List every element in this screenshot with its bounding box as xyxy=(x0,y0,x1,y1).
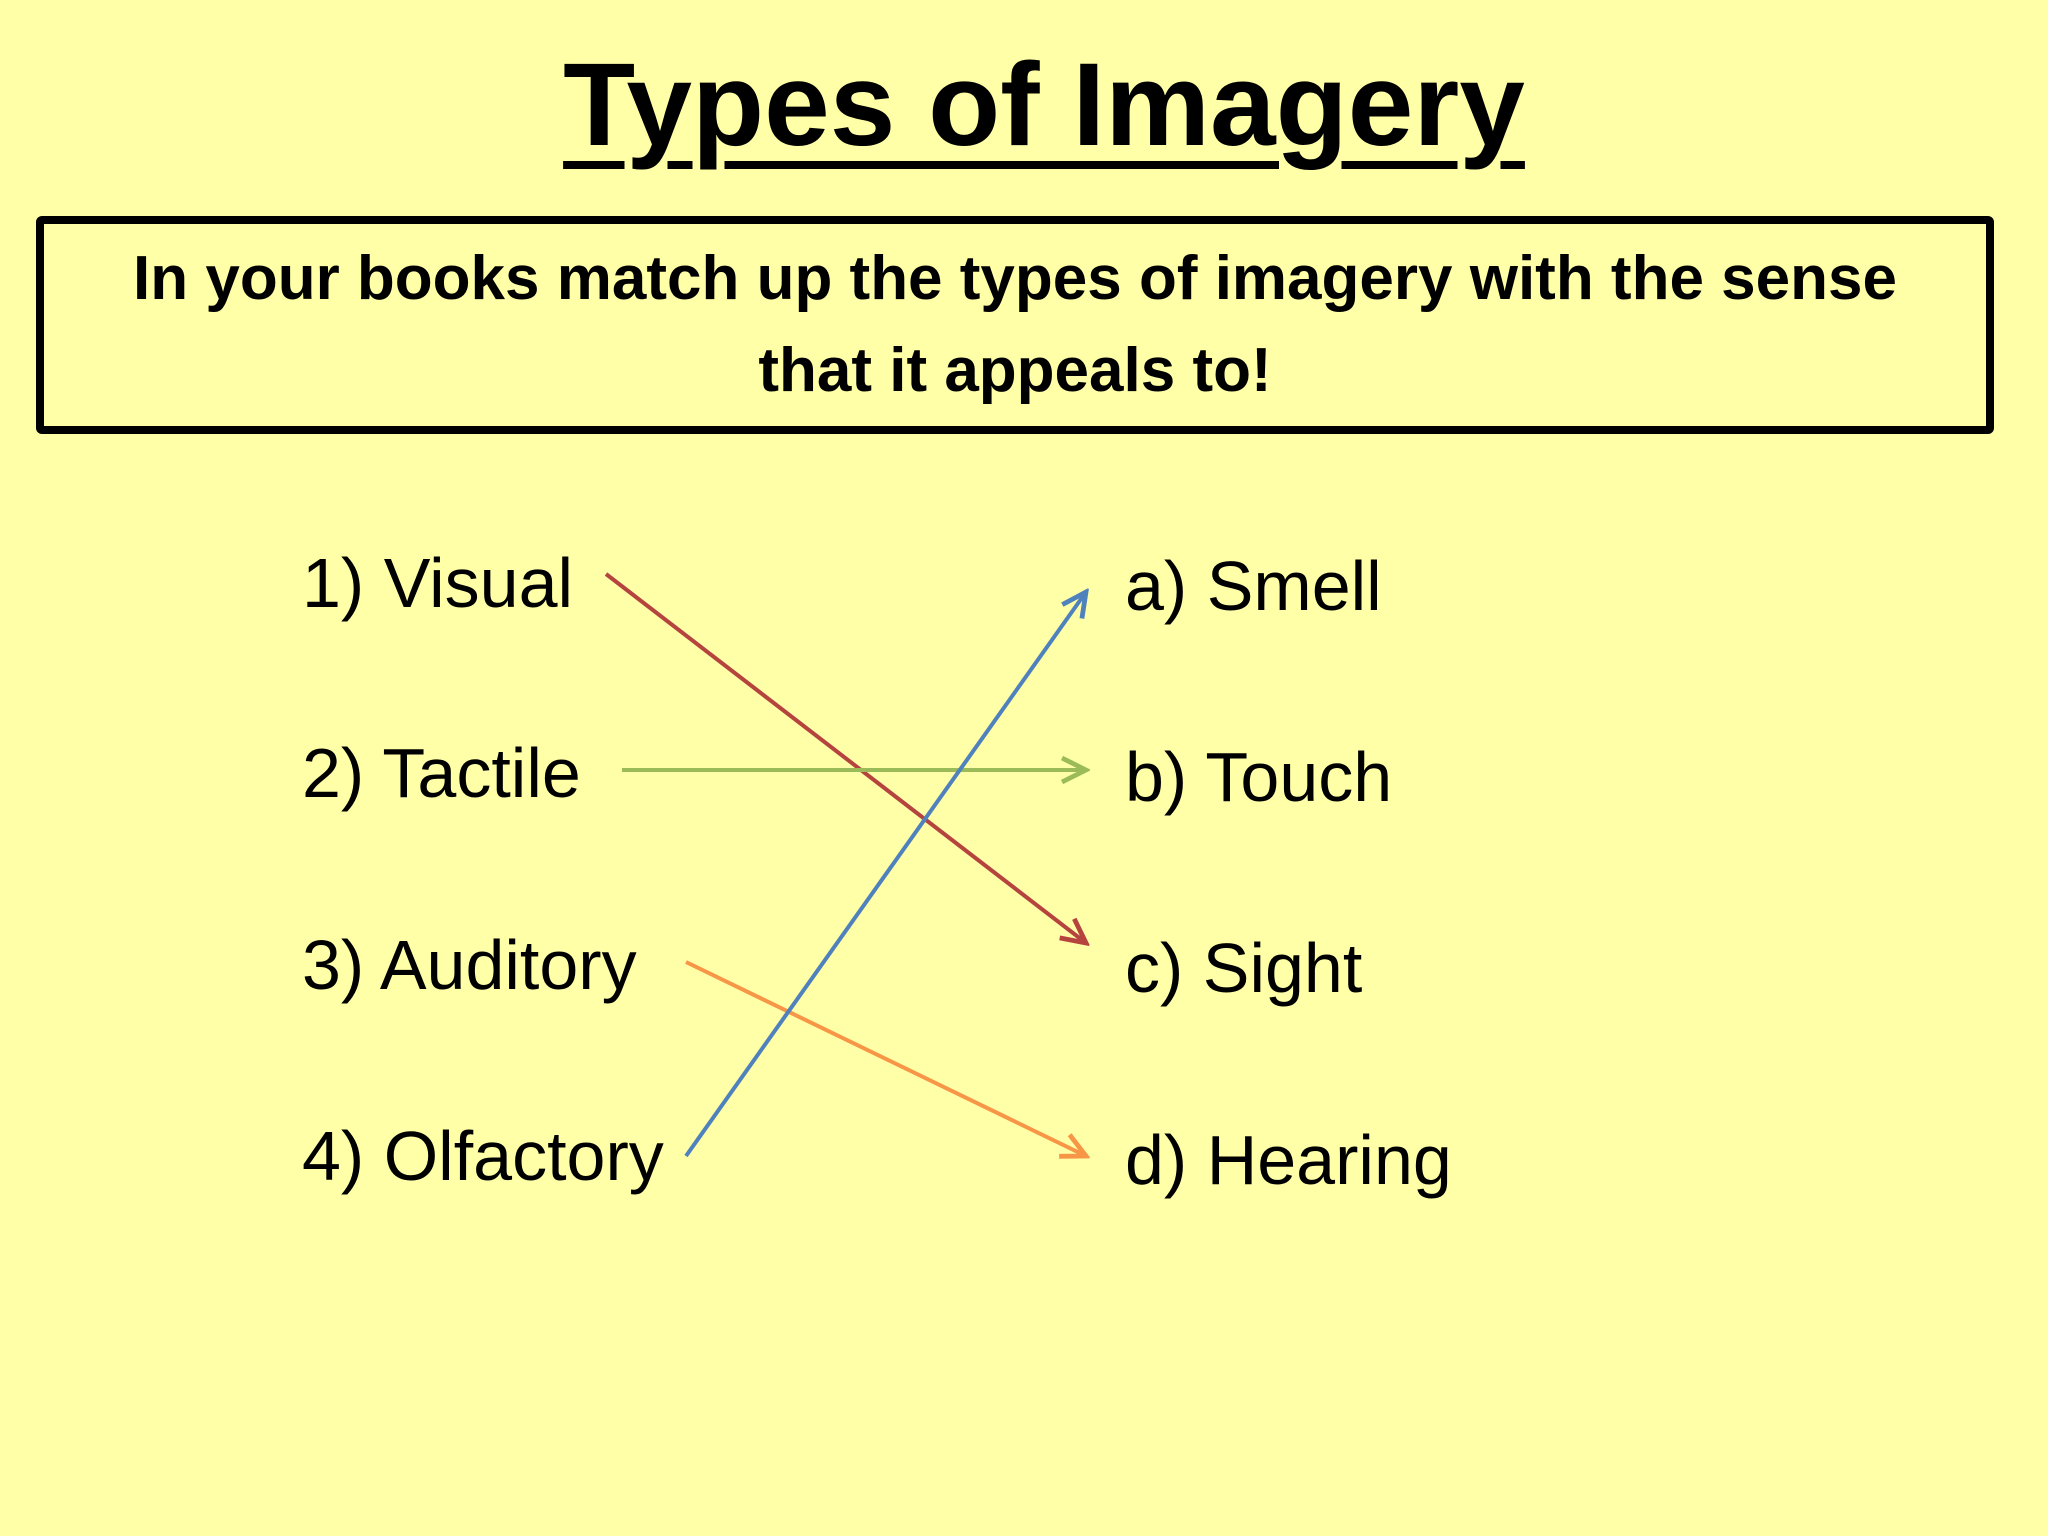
left-item-auditory: 3) Auditory xyxy=(302,926,637,1004)
page-title: Types of Imagery xyxy=(0,30,2048,180)
right-item-touch: b) Touch xyxy=(1125,738,1393,816)
right-item-smell: a) Smell xyxy=(1125,547,1382,625)
arrow-visual-to-sight xyxy=(604,572,1086,943)
arrow-auditory-to-hearing xyxy=(685,960,1086,1156)
instruction-box: In your books match up the types of imag… xyxy=(36,216,1994,434)
title-text: Types of Imagery xyxy=(563,39,1525,171)
left-item-visual: 1) Visual xyxy=(302,544,574,622)
instruction-text: In your books match up the types of imag… xyxy=(133,244,1897,405)
arrow-olfactory-to-smell xyxy=(684,592,1086,1158)
left-item-olfactory: 4) Olfactory xyxy=(302,1117,664,1195)
right-item-sight: c) Sight xyxy=(1125,929,1363,1007)
right-item-hearing: d) Hearing xyxy=(1125,1121,1452,1199)
left-item-tactile: 2) Tactile xyxy=(302,734,581,812)
